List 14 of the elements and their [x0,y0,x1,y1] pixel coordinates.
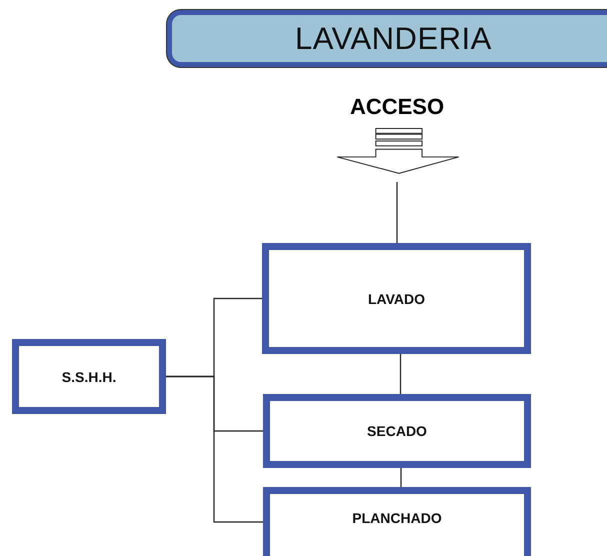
access-label: ACCESO [350,96,444,118]
area-label: PLANCHADO [352,510,442,526]
area-box [262,243,531,354]
area-label: SECADO [367,423,427,439]
area-box [263,487,531,556]
area-box [12,339,166,414]
connector-line [396,182,398,243]
area-box [263,394,531,468]
connector-line [400,354,402,394]
area-label: S.S.H.H. [62,368,116,384]
title: LAVANDERIA [295,20,492,56]
area-label: LAVADO [368,290,426,306]
connector-line [400,468,402,487]
connector-line [166,376,263,523]
